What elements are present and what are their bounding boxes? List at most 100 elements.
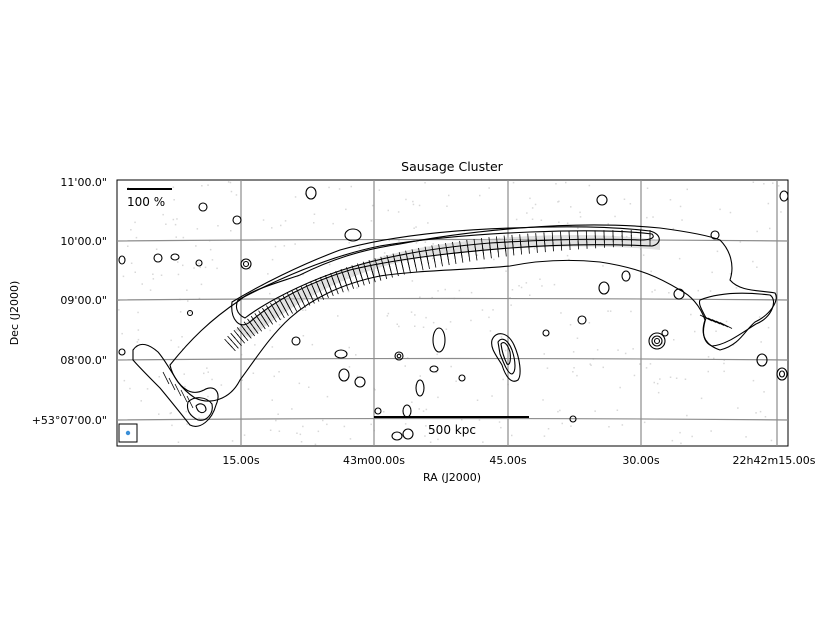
- noise-dot: [446, 205, 448, 207]
- east-blob-contour: [698, 292, 774, 347]
- noise-dot: [332, 222, 334, 225]
- polarization-vector: [279, 308, 285, 319]
- noise-dot: [177, 261, 179, 263]
- noise-dot: [686, 414, 688, 417]
- polarization-vector: [446, 252, 450, 266]
- noise-dot: [511, 289, 514, 291]
- polarization-vector: [309, 292, 315, 304]
- polarization-vector: [323, 286, 329, 298]
- noise-dot: [700, 397, 703, 400]
- noise-dot: [767, 202, 770, 205]
- noise-dot: [300, 441, 303, 443]
- noise-dot: [646, 187, 649, 189]
- noise-dot: [767, 326, 770, 329]
- noise-dot: [561, 422, 563, 425]
- noise-dot: [711, 271, 713, 274]
- point-source: [240, 258, 252, 270]
- noise-dot: [296, 432, 298, 434]
- polarization-vector: [413, 259, 418, 272]
- noise-dot: [602, 366, 604, 369]
- noise-dot: [672, 227, 675, 230]
- noise-dot: [482, 441, 484, 443]
- point-source: [577, 315, 587, 325]
- noise-dot: [594, 410, 596, 412]
- noise-dot: [609, 310, 612, 312]
- polarization-vector: [338, 280, 344, 293]
- y-tick-label: +53°07'00.0": [32, 414, 107, 427]
- noise-dot: [630, 310, 632, 313]
- tail-contour: [132, 343, 219, 427]
- noise-dot: [242, 261, 244, 263]
- noise-dot: [356, 375, 359, 378]
- polarization-vector: [333, 282, 339, 295]
- noise-dot: [649, 363, 652, 365]
- noise-dot: [230, 230, 232, 232]
- polarization-vector: [360, 272, 365, 286]
- noise-dot: [278, 324, 281, 326]
- plot-area: 100 % 500 kpc: [116, 179, 789, 447]
- noise-dot: [283, 245, 286, 247]
- point-source: [756, 353, 768, 367]
- noise-dot: [189, 311, 192, 314]
- point-source: [118, 348, 126, 356]
- polarization-vector: [256, 324, 263, 332]
- point-source: [118, 255, 126, 265]
- noise-dot: [686, 188, 688, 191]
- point-source: [391, 431, 403, 441]
- noise-dot: [130, 262, 133, 264]
- noise-dot: [313, 222, 315, 224]
- x-tick-label: 43m00.00s: [343, 454, 405, 467]
- noise-dot: [576, 337, 579, 339]
- noise-dot: [629, 203, 632, 205]
- noise-dot: [553, 283, 556, 286]
- noise-dot: [619, 386, 621, 389]
- noise-dot: [186, 289, 188, 291]
- polarization-vector: [395, 263, 399, 277]
- noise-dot: [632, 348, 634, 350]
- noise-dot: [273, 375, 275, 378]
- tail-contour-inner: [186, 397, 213, 421]
- noise-dot: [518, 285, 520, 287]
- noise-dot: [345, 208, 347, 211]
- polarization-vector: [283, 306, 289, 316]
- noise-dot: [298, 382, 301, 385]
- polarization-vector: [482, 247, 485, 260]
- noise-dot: [141, 283, 143, 285]
- noise-dot: [173, 199, 175, 201]
- noise-dot: [200, 283, 203, 286]
- polarization-vector: [249, 329, 256, 337]
- noise-dot: [455, 380, 457, 382]
- noise-dot: [435, 371, 438, 374]
- noise-dot: [510, 304, 512, 306]
- noise-dot: [229, 181, 232, 184]
- noise-dot: [414, 314, 416, 316]
- noise-dot: [275, 419, 277, 422]
- noise-dot: [533, 247, 536, 250]
- noise-dot: [576, 374, 578, 377]
- y-axis-ticks: 11'00.0" 10'00.0" 09'00.0" 08'00.0" +53°…: [32, 176, 107, 427]
- noise-dot: [607, 223, 609, 225]
- polarization-vector: [304, 294, 311, 306]
- y-tick-label: 10'00.0": [60, 235, 107, 248]
- noise-dot: [176, 218, 178, 220]
- noise-dot: [543, 435, 546, 437]
- point-source: [242, 260, 250, 268]
- noise-dot: [252, 372, 255, 374]
- noise-dot: [382, 411, 385, 413]
- noise-dot: [160, 274, 163, 276]
- noise-dot: [235, 194, 238, 196]
- noise-dot: [130, 229, 132, 231]
- noise-dot: [427, 222, 429, 224]
- noise-dot: [669, 199, 672, 201]
- noise-dot: [267, 273, 269, 275]
- noise-dot: [470, 319, 472, 322]
- noise-dot: [729, 211, 732, 214]
- noise-dot: [175, 236, 177, 238]
- noise-dot: [679, 205, 682, 208]
- polarization-vector: [377, 267, 382, 281]
- noise-dot: [652, 216, 654, 218]
- point-source: [429, 365, 439, 373]
- noise-dot: [162, 213, 164, 216]
- noise-dot: [304, 309, 307, 311]
